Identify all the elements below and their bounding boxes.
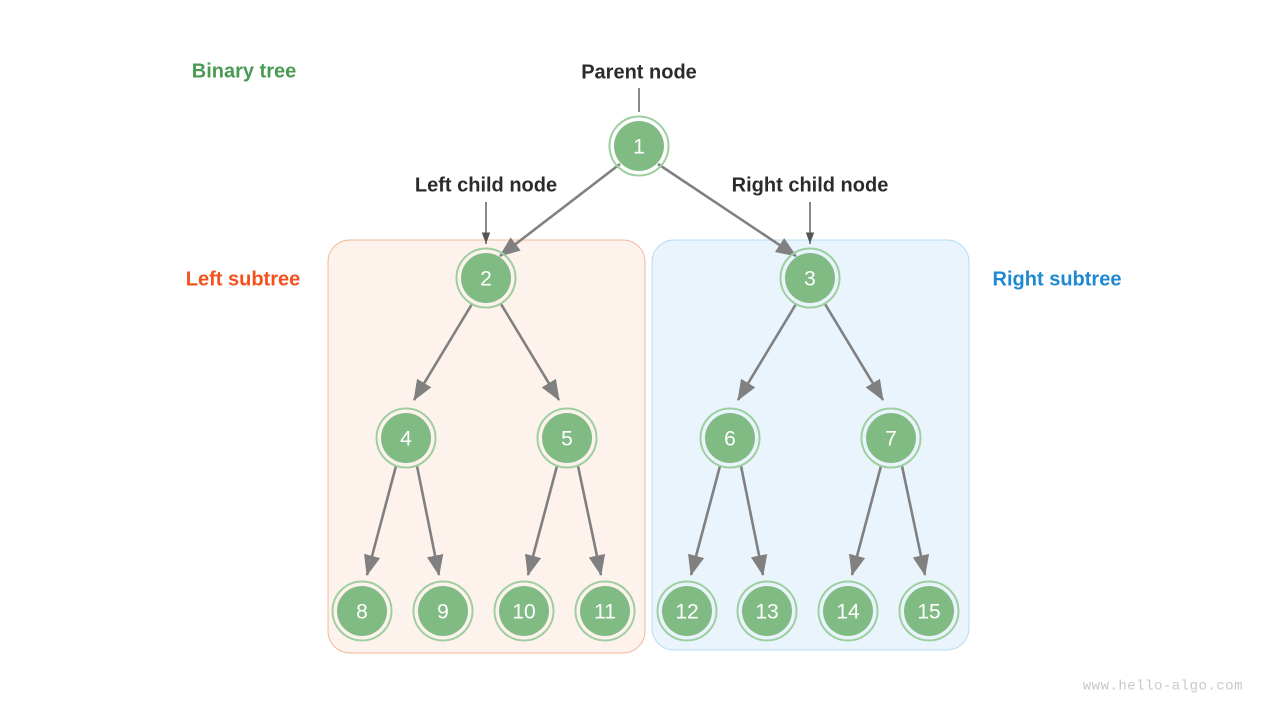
- node-circle: [742, 586, 792, 636]
- node-circle: [866, 413, 916, 463]
- label-left-subtree: Left subtree: [186, 268, 300, 290]
- node-ring: [736, 580, 798, 642]
- tree-node-14[interactable]: 14: [817, 580, 879, 642]
- tree-node-2[interactable]: 2: [455, 247, 517, 309]
- node-circle: [381, 413, 431, 463]
- tree-node-11[interactable]: 11: [574, 580, 636, 642]
- diagram-labels: Binary tree Parent node Left child node …: [186, 60, 1243, 694]
- label-parent-node: Parent node: [581, 61, 697, 83]
- edge-2-5: [499, 303, 561, 401]
- node-value: 11: [594, 601, 616, 624]
- tree-node-12[interactable]: 12: [656, 580, 718, 642]
- node-circle: [461, 253, 511, 303]
- edge-6-13: [739, 465, 768, 577]
- node-value: 1: [633, 136, 645, 159]
- tree-node-3[interactable]: 3: [779, 247, 841, 309]
- node-circle: [337, 586, 387, 636]
- tree-node-8[interactable]: 8: [331, 580, 393, 642]
- node-circle: [823, 586, 873, 636]
- node-ring: [536, 407, 598, 469]
- tree-node-4[interactable]: 4: [375, 407, 437, 469]
- annotation-pointer-lines: [481, 88, 815, 244]
- edge-3-6: [736, 303, 798, 401]
- node-circle: [614, 121, 664, 171]
- edge-1-3: [657, 162, 797, 258]
- node-value: 7: [885, 428, 897, 451]
- node-value: 9: [437, 601, 449, 624]
- node-ring: [574, 580, 636, 642]
- node-ring: [699, 407, 761, 469]
- node-ring: [860, 407, 922, 469]
- label-left-child-node: Left child node: [415, 174, 557, 196]
- tree-node-1[interactable]: 1: [608, 115, 670, 177]
- edge-7-15: [900, 465, 930, 577]
- node-ring: [493, 580, 555, 642]
- node-ring: [817, 580, 879, 642]
- node-value: 5: [561, 428, 573, 451]
- node-circle: [580, 586, 630, 636]
- node-value: 8: [356, 601, 368, 624]
- tree-node-6[interactable]: 6: [699, 407, 761, 469]
- node-circle: [542, 413, 592, 463]
- tree-node-7[interactable]: 7: [860, 407, 922, 469]
- label-right-child-node: Right child node: [732, 174, 889, 196]
- subtree-panels: [327, 239, 970, 654]
- edge-5-10: [525, 465, 559, 577]
- watermark: www.hello-algo.com: [1083, 679, 1243, 695]
- node-ring: [656, 580, 718, 642]
- node-circle: [499, 586, 549, 636]
- edge-6-12: [688, 465, 722, 577]
- node-circle: [904, 586, 954, 636]
- node-ring: [608, 115, 670, 177]
- edge-1-2: [499, 162, 621, 258]
- edge-4-8: [364, 465, 398, 577]
- tree-node-9[interactable]: 9: [412, 580, 474, 642]
- edge-5-11: [576, 465, 606, 577]
- node-value: 10: [512, 601, 535, 624]
- node-value: 12: [675, 601, 698, 624]
- node-ring: [331, 580, 393, 642]
- edge-7-14: [849, 465, 883, 577]
- tree-node-13[interactable]: 13: [736, 580, 798, 642]
- node-circle: [418, 586, 468, 636]
- node-value: 4: [400, 428, 412, 451]
- label-right-subtree: Right subtree: [993, 268, 1122, 290]
- edge-4-9: [415, 465, 444, 577]
- node-ring: [375, 407, 437, 469]
- node-value: 3: [804, 268, 816, 291]
- node-value: 14: [836, 601, 860, 624]
- node-ring: [779, 247, 841, 309]
- tree-node-15[interactable]: 15: [898, 580, 960, 642]
- node-value: 13: [755, 601, 778, 624]
- tree-nodes: 1 2 3 4 5: [331, 115, 960, 642]
- diagram-title: Binary tree: [192, 60, 297, 82]
- tree-node-5[interactable]: 5: [536, 407, 598, 469]
- node-value: 15: [917, 601, 940, 624]
- node-value: 2: [480, 268, 492, 291]
- edge-3-7: [823, 303, 885, 401]
- node-circle: [662, 586, 712, 636]
- node-circle: [705, 413, 755, 463]
- node-circle: [785, 253, 835, 303]
- node-ring: [412, 580, 474, 642]
- node-value: 6: [724, 428, 736, 451]
- node-ring: [898, 580, 960, 642]
- node-ring: [455, 247, 517, 309]
- tree-node-10[interactable]: 10: [493, 580, 555, 642]
- edge-2-4: [412, 303, 474, 401]
- tree-edges: [364, 162, 930, 577]
